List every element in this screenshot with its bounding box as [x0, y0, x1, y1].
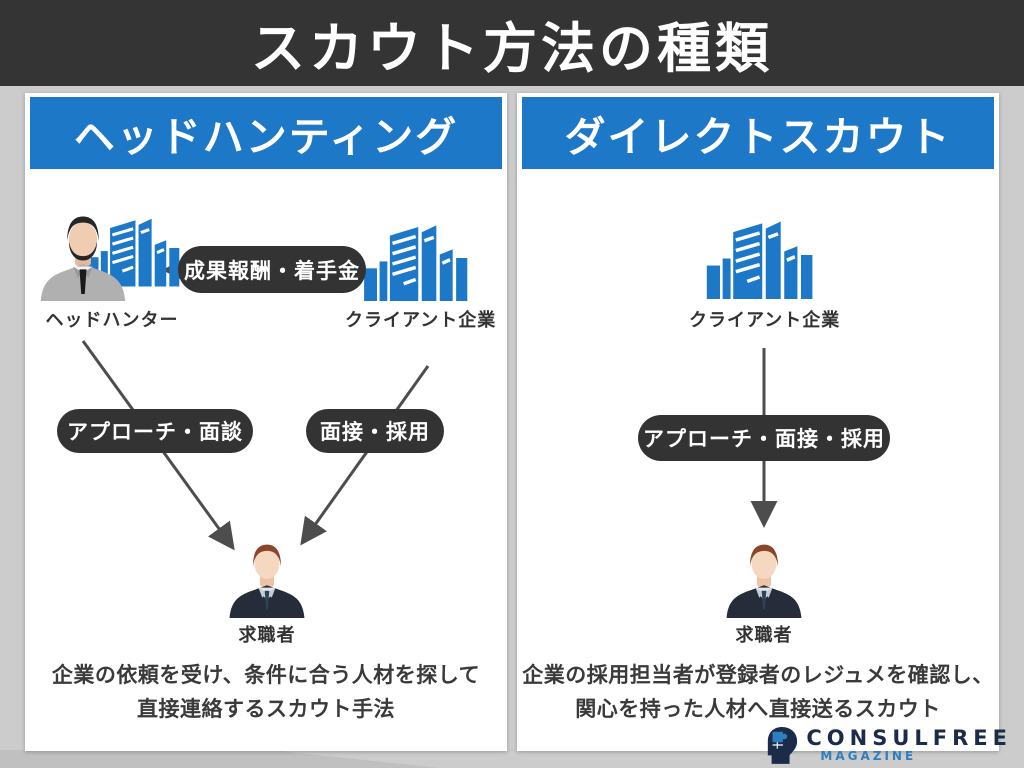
headhunting-card: ヘッドハンティング ヘッドハンター クライアント企業 成果報酬・着手金 アプロー… [25, 93, 507, 751]
interview-arrow [300, 365, 430, 546]
approach-pill-label: アプローチ・面談 [67, 420, 243, 444]
page-title-banner: スカウト方法の種類 [0, 0, 1024, 86]
page-title: スカウト方法の種類 [251, 16, 773, 80]
direct-scout-description-line1: 企業の採用担当者が登録者のレジュメを確認し、 [522, 663, 994, 687]
direct-scout-header-label: ダイレクトスカウト [564, 113, 952, 161]
process-pill: アプローチ・面接・採用 [638, 415, 890, 461]
jobseeker-figure-left [228, 539, 306, 623]
headhunter-label: ヘッドハンター [45, 310, 179, 331]
client-company-label-right: クライアント企業 [689, 310, 841, 331]
fee-pill: 成果報酬・着手金 [178, 246, 366, 293]
background-wedge-decoration [0, 750, 440, 768]
direct-scout-description: 企業の採用担当者が登録者のレジュメを確認し、 関心を持った人材へ直接送るスカウト [517, 659, 999, 726]
client-company-label-left: クライアント企業 [345, 310, 497, 331]
jobseeker-person-icon [726, 544, 802, 618]
headhunting-description-line2: 直接連絡するスカウト手法 [137, 696, 395, 721]
headhunter-figure [37, 203, 187, 301]
jobseeker-person-icon [229, 544, 305, 618]
client-company-figure-left [355, 215, 485, 305]
fee-pill-label: 成果報酬・着手金 [184, 258, 360, 283]
jobseeker-figure-right [725, 539, 803, 623]
client-buildings-icon [705, 219, 815, 301]
headhunting-card-header: ヘッドハンティング [30, 97, 502, 169]
consulfree-magazine-text: MAGAZINE [820, 748, 917, 763]
client-buildings-icon [362, 223, 470, 303]
headhunting-description: 企業の依頼を受け、条件に合う人材を探して 直接連絡するスカウト手法 [25, 659, 507, 726]
headhunter-person-icon [40, 216, 126, 301]
consulfree-head-icon [768, 727, 798, 764]
client-company-figure-right [703, 211, 825, 303]
process-pill-label: アプローチ・面接・採用 [643, 427, 885, 451]
jobseeker-label-left: 求職者 [238, 625, 296, 646]
consulfree-brand-text: CONSULFREE [806, 725, 1012, 750]
direct-scout-card-header: ダイレクトスカウト [522, 97, 994, 169]
interview-pill-label: 面接・採用 [320, 420, 430, 444]
jobseeker-label-right: 求職者 [735, 625, 793, 646]
consulfree-logo: CONSULFREE MAGAZINE [765, 726, 1012, 764]
interview-pill: 面接・採用 [306, 409, 444, 453]
direct-scout-card: ダイレクトスカウト クライアント企業 アプローチ・面接・採用 求職者 企業の採用… [517, 93, 999, 751]
consulfree-logo-text: CONSULFREE MAGAZINE [806, 725, 1012, 763]
headhunting-description-line1: 企業の依頼を受け、条件に合う人材を探して [51, 663, 481, 687]
approach-pill: アプローチ・面談 [57, 409, 253, 453]
direct-scout-description-line2: 関心を持った人材へ直接送るスカウト [575, 696, 941, 721]
headhunting-header-label: ヘッドハンティング [73, 113, 459, 161]
